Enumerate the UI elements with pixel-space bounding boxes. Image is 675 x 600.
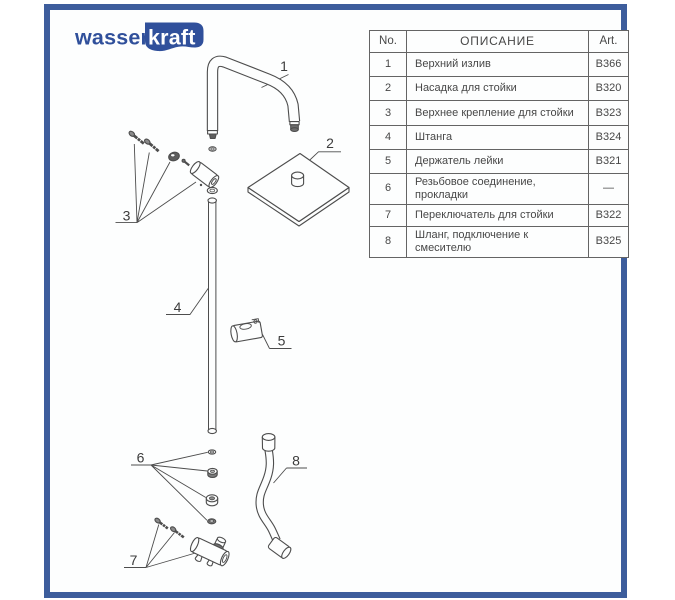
nut-icon <box>168 151 180 162</box>
part-6-gaskets <box>205 449 219 525</box>
cell-no: 1 <box>369 52 407 77</box>
cell-art: B324 <box>588 125 629 150</box>
cell-no: 8 <box>369 225 407 258</box>
o-ring-icon <box>206 186 218 195</box>
table-row: 7 Переключатель для стойки B322 <box>369 203 629 227</box>
diagram-linework: 1 2 3 4 5 6 7 8 <box>115 55 350 568</box>
part-label-8: 8 <box>292 453 300 469</box>
table-row: 8 Шланг, подключение к смесителю B325 <box>369 225 629 258</box>
nut-icon <box>205 494 219 507</box>
table-row: 6 Резьбовое соединение, прокладки — <box>369 173 629 205</box>
parts-table: No. ОПИСАНИЕ Art. 1 Верхний излив B366 2… <box>369 30 629 258</box>
screw-icon <box>144 138 160 153</box>
cell-no: 2 <box>369 76 407 101</box>
part-label-2: 2 <box>326 135 334 151</box>
part-label-6: 6 <box>137 450 145 466</box>
part-number-labels: 1 2 3 4 5 6 7 8 <box>123 58 335 568</box>
gasket-ring-icon <box>207 518 217 525</box>
cell-art: B320 <box>588 76 629 101</box>
cell-art: B322 <box>588 203 629 227</box>
part-3-wall-bracket <box>128 130 220 189</box>
cell-desc: Верхний излив <box>406 52 589 77</box>
diverter-body <box>189 536 230 567</box>
small-screw-icon <box>181 158 190 167</box>
part-5-holder <box>230 318 263 343</box>
table-row: 5 Держатель лейки B321 <box>369 149 629 174</box>
screw-icon <box>154 517 169 530</box>
table-header-row: No. ОПИСАНИЕ Art. <box>369 30 629 53</box>
part-label-4: 4 <box>174 299 182 315</box>
cell-no: 6 <box>369 173 407 205</box>
cell-no: 3 <box>369 100 407 126</box>
part-label-5: 5 <box>278 333 286 349</box>
cell-art: B325 <box>588 225 629 258</box>
logo-wave-box <box>145 22 204 52</box>
cell-no: 5 <box>369 149 407 174</box>
cell-desc: Переключатель для стойки <box>406 203 589 227</box>
cell-no: 7 <box>369 203 407 227</box>
nut-icon <box>207 467 218 479</box>
bracket-cylinder <box>189 161 220 189</box>
header-art: Art. <box>588 30 629 53</box>
part-label-3: 3 <box>123 208 131 224</box>
gasket-ring-icon <box>208 146 217 152</box>
table-row: 2 Насадка для стойки B320 <box>369 76 629 101</box>
cell-desc: Верхнее крепление для стойки <box>406 100 589 126</box>
cell-desc: Шланг, подключение к смесителю <box>406 225 589 258</box>
table-row: 3 Верхнее крепление для стойки B323 <box>369 100 629 126</box>
header-no: No. <box>369 30 407 53</box>
gasket-ring-icon <box>207 449 217 455</box>
header-description: ОПИСАНИЕ <box>406 30 589 53</box>
cell-desc: Держатель лейки <box>406 149 589 174</box>
screw-icon <box>128 130 145 145</box>
cell-art: B321 <box>588 149 629 174</box>
screw-icon <box>169 526 185 539</box>
table-row: 4 Штанга B324 <box>369 125 629 150</box>
wasserkraft-logo: wasser kraft <box>74 22 204 52</box>
part-1-top-spout <box>206 55 301 139</box>
part-2-shower-head <box>247 152 350 227</box>
cell-desc: Резьбовое соединение, прокладки <box>406 173 589 205</box>
part-7-diverter <box>154 517 230 567</box>
logo-text-wasser: wasser <box>74 26 150 50</box>
leader-lines <box>115 74 341 568</box>
cell-art: B366 <box>588 52 629 77</box>
cell-art: — <box>588 173 629 205</box>
table-row: 1 Верхний излив B366 <box>369 52 629 77</box>
logo-text-kraft: kraft <box>148 26 196 50</box>
part-8-hose <box>255 433 292 559</box>
cell-desc: Насадка для стойки <box>406 76 589 101</box>
cell-no: 4 <box>369 125 407 150</box>
cell-art: B323 <box>588 100 629 126</box>
part-4-riser-pipe <box>207 197 217 435</box>
part-label-7: 7 <box>130 552 138 568</box>
cell-desc: Штанга <box>406 125 589 150</box>
part-label-1: 1 <box>280 58 288 74</box>
